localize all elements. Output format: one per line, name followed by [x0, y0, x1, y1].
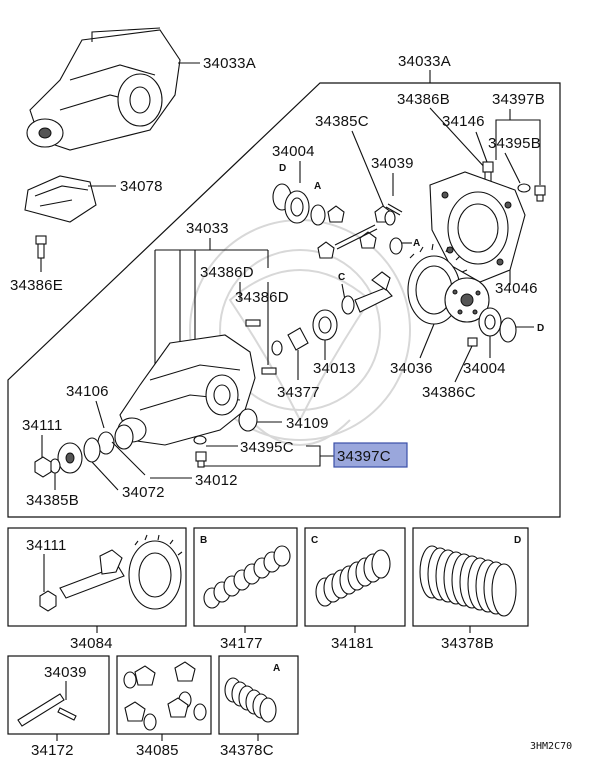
label-34386D-a: 34386D: [200, 264, 254, 281]
shim-stack-B: [203, 545, 291, 609]
label-34046: 34046: [495, 280, 538, 297]
assembly-frame: [7, 82, 561, 518]
kit-label-34085: 34085: [136, 742, 179, 759]
spider-gear-kit: [123, 661, 207, 731]
label-34397C[interactable]: 34397C: [337, 448, 391, 465]
label-34033: 34033: [186, 220, 229, 237]
label-34386C: 34386C: [422, 384, 476, 401]
kit-label-34181: 34181: [331, 635, 374, 652]
label-34033A-frame: 34033A: [398, 53, 451, 70]
label-34004-top: 34004: [272, 143, 315, 160]
kit-label-34172: 34172: [31, 742, 74, 759]
kit-label-34084: 34084: [70, 635, 113, 652]
companion-flange-set: [34, 424, 134, 478]
side-bearing-right: D: [467, 307, 544, 347]
svg-text:B: B: [200, 535, 207, 546]
svg-text:D: D: [514, 535, 521, 546]
label-34012: 34012: [195, 472, 238, 489]
label-34078: 34078: [120, 178, 163, 195]
label-34013: 34013: [313, 360, 356, 377]
kit-box-34172: [7, 655, 110, 735]
diagram-code: 3HM2C70: [530, 741, 572, 752]
label-34004-bottom: 34004: [463, 360, 506, 377]
label-34039: 34039: [371, 155, 414, 172]
label-34111: 34111: [22, 417, 63, 434]
mount-bracket: [24, 175, 97, 223]
svg-text:D: D: [537, 323, 544, 334]
svg-text:A: A: [273, 663, 280, 674]
label-34036: 34036: [390, 360, 433, 377]
spider-gears: A: [317, 203, 420, 259]
svg-text:D: D: [279, 163, 286, 174]
label-34106: 34106: [66, 383, 109, 400]
kit-box-34085: [116, 655, 212, 735]
svg-text:A: A: [413, 238, 420, 249]
kit-inner-34111: 34111: [26, 537, 67, 554]
svg-text:C: C: [338, 272, 345, 283]
label-34385C: 34385C: [315, 113, 369, 130]
side-bearing-top: D A: [272, 163, 326, 226]
pin-kit: [17, 693, 77, 727]
label-34386D-b: 34386D: [235, 289, 289, 306]
bolt-34386E: [35, 235, 47, 259]
shim-stack-A: [224, 677, 277, 723]
label-34109: 34109: [286, 415, 329, 432]
label-34386B: 34386B: [397, 91, 450, 108]
label-34385B: 34385B: [26, 492, 79, 509]
shim-stack-D: [419, 545, 517, 617]
label-34072: 34072: [122, 484, 165, 501]
label-34377: 34377: [277, 384, 320, 401]
svg-text:C: C: [311, 535, 318, 546]
carrier-housing: [117, 334, 256, 446]
label-34395B: 34395B: [488, 135, 541, 152]
label-34397B: 34397B: [492, 91, 545, 108]
kit-inner-34039: 34039: [44, 664, 87, 681]
label-34146: 34146: [442, 113, 485, 130]
kit-label-34378C: 34378C: [220, 742, 274, 759]
pinion-bearing: [271, 309, 338, 356]
shim-stack-C: [315, 549, 391, 607]
label-34386E: 34386E: [10, 277, 63, 294]
highlight-34397C[interactable]: [333, 442, 408, 468]
differential-assembly-top: [26, 27, 181, 151]
kit-label-34378B: 34378B: [441, 635, 494, 652]
label-34033A-top: 34033A: [203, 55, 256, 72]
hardware-top-right: [482, 161, 546, 202]
ring-and-pinion-kit: [39, 534, 183, 612]
kit-label-34177: 34177: [220, 635, 263, 652]
rear-cover: [429, 171, 526, 283]
label-34395C: 34395C: [240, 439, 294, 456]
svg-text:A: A: [314, 181, 321, 192]
